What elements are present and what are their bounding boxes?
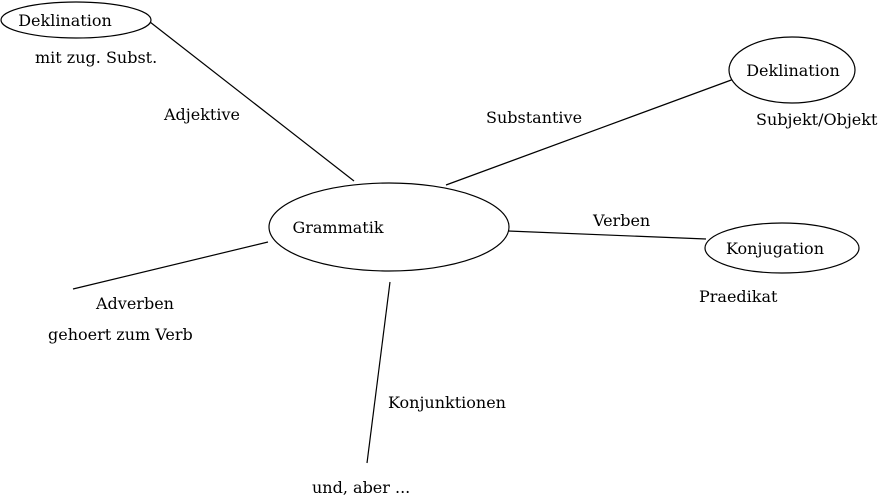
note-adjektive: mit zug. Subst.: [35, 48, 157, 67]
edge-substantive: [445, 78, 735, 186]
node-grammatik: [268, 182, 510, 272]
node-grammatik-label: Grammatik: [292, 218, 383, 237]
edge-adverben: [72, 241, 269, 290]
note-adverben: gehoert zum Verb: [48, 325, 193, 344]
note-konjunktionen: und, aber ...: [312, 478, 410, 497]
edge-konjunktionen: [366, 281, 391, 464]
node-deklination-substantive-label: Deklination: [746, 61, 840, 80]
note-substantive: Subjekt/Objekt: [756, 110, 878, 129]
edge-label-verben: Verben: [592, 211, 650, 230]
edge-label-adjektive: Adjektive: [163, 105, 240, 124]
node-deklination-adjektive-label: Deklination: [18, 11, 112, 30]
node-konjugation: [704, 222, 860, 274]
node-deklination-substantive: [728, 36, 856, 104]
node-deklination-adjektive: [0, 1, 152, 39]
edge-adjektive: [149, 21, 355, 182]
node-konjugation-label: Konjugation: [726, 239, 824, 258]
edge-verben: [507, 230, 707, 240]
edge-label-adverben: Adverben: [95, 294, 174, 313]
edge-label-substantive: Substantive: [486, 108, 582, 127]
note-verben: Praedikat: [699, 287, 778, 306]
edge-label-konjunktionen: Konjunktionen: [388, 393, 506, 412]
